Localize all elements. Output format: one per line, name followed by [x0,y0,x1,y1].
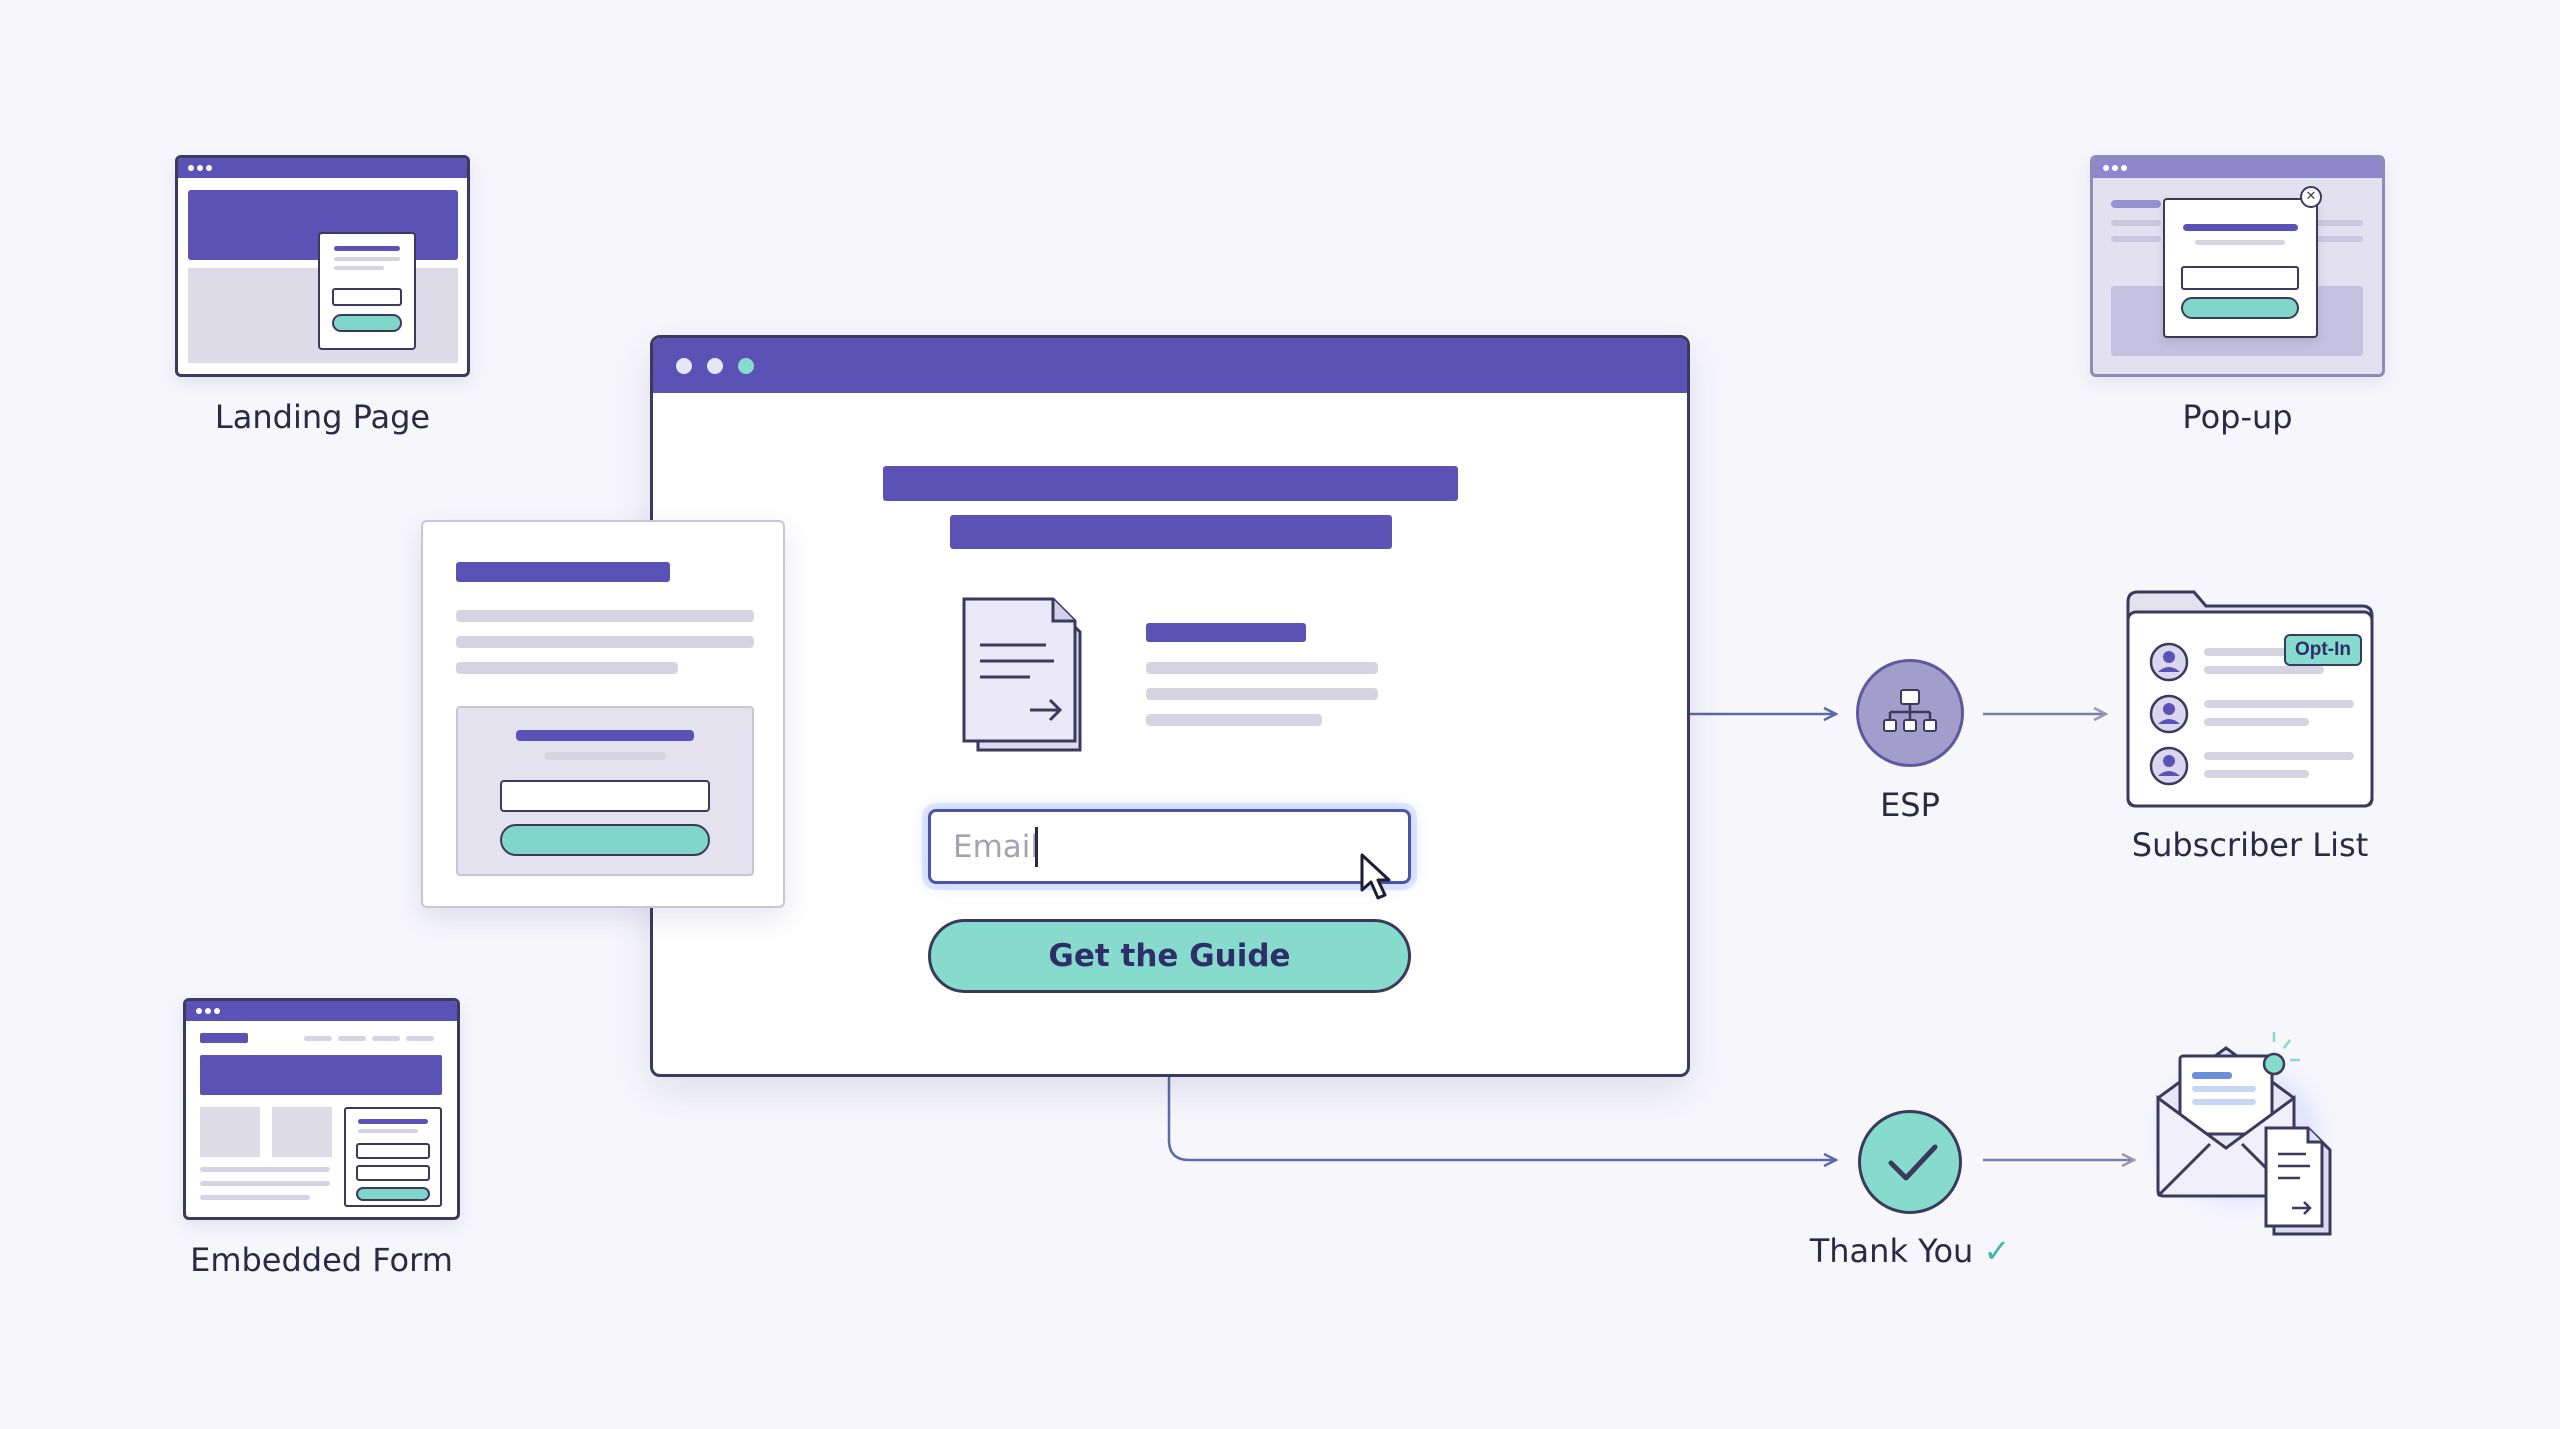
mouse-cursor-icon [1360,853,1391,900]
popup-caption: Pop-up [2182,398,2293,436]
window-dot-3 [738,358,754,374]
email-input[interactable] [928,809,1411,884]
embedded-hero-banner [200,1055,442,1095]
subscriber-rows [2149,642,2354,786]
subscriber-folder [2126,590,2374,808]
subheadline-bar [950,515,1392,549]
guide-document-icon [962,597,1082,752]
esp-caption: ESP [1880,786,1940,824]
email-delivery-icon [2156,1032,2332,1236]
opt-in-badge: Opt-In [2284,634,2362,666]
landing-page-caption: Landing Page [214,398,431,436]
landing-form-card [318,232,416,350]
get-the-guide-button[interactable]: Get the Guide [928,919,1411,993]
connector-window-to-thankyou [1167,1077,1836,1160]
thank-you-label: Thank You [1809,1232,1974,1270]
thank-you-node [1858,1110,1962,1214]
window-dot-2 [707,358,723,374]
window-dot-1 [676,358,692,374]
headline-bar [883,466,1458,501]
popup-modal [2163,198,2318,338]
embedded-form-caption: Embedded Form [190,1241,453,1279]
form-preview-card [421,520,785,908]
landing-page-thumbnail [175,155,470,377]
checkmark-icon [1888,1144,1938,1181]
form-preview-inner [456,706,754,876]
popup-thumbnail [2090,155,2385,377]
embedded-form-card [344,1107,442,1207]
esp-node [1856,659,1964,767]
embedded-form-thumbnail [183,998,460,1220]
thank-you-check-icon: ✓ [1983,1232,2011,1270]
popup-close-icon[interactable]: ✕ [2300,186,2322,208]
org-chart-icon [1883,689,1937,732]
window-titlebar [653,338,1687,393]
thank-you-caption: Thank You ✓ [1800,1232,2020,1270]
text-caret [1035,827,1038,867]
subscriber-list-caption: Subscriber List [2131,826,2369,864]
